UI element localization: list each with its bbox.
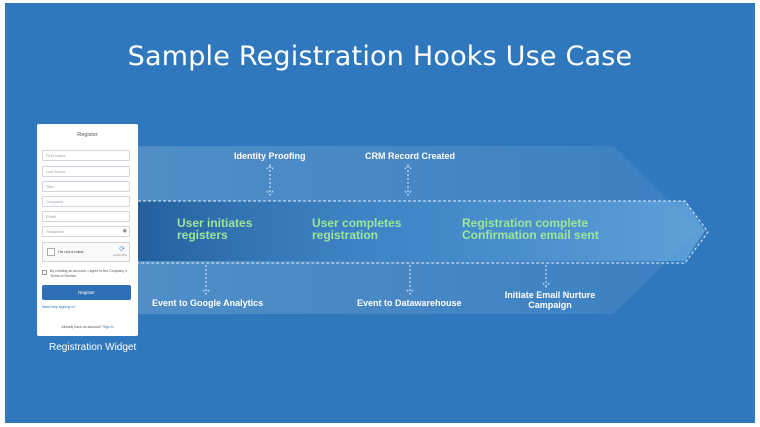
password-field[interactable]: Password ◉ (42, 226, 130, 237)
connector-email-nurture (542, 265, 550, 288)
step2-line2: registration (312, 228, 379, 242)
connector-crm-record (404, 164, 412, 196)
step-registration-complete: Registration complete Confirmation email… (462, 217, 599, 241)
label-event-google-analytics: Event to Google Analytics (152, 298, 264, 308)
step1-line2: registers (177, 228, 228, 242)
registration-widget: Register First Name Last Name Title Comp… (37, 124, 138, 336)
label-crm-record-created: CRM Record Created (365, 151, 456, 161)
process-arrow-diagram (138, 146, 709, 314)
recaptcha-brand: reCAPTCHA (112, 254, 127, 257)
signin-row: Already have an account? Sign in (37, 325, 138, 329)
terms-checkbox[interactable] (42, 270, 47, 275)
captcha-checkbox[interactable] (47, 248, 55, 256)
help-signing-in-link[interactable]: Need help signing in? (42, 305, 76, 309)
email-nurture-line1: Initiate Email Nurture (504, 290, 596, 300)
connector-datawarehouse (406, 265, 414, 295)
label-identity-proofing: Identity Proofing (234, 151, 306, 161)
main-process-arrow (138, 201, 705, 261)
slide: Sample Registration Hooks Use Case (5, 3, 755, 423)
email-nurture-line2: Campaign (528, 300, 572, 310)
widget-title: Register (77, 132, 98, 138)
email-field[interactable]: Email (42, 211, 130, 222)
step1-line1: User initiates (177, 216, 253, 230)
registration-widget-caption: Registration Widget (49, 342, 137, 353)
step2-line1: User completes (312, 216, 402, 230)
password-placeholder: Password (46, 229, 64, 234)
label-event-datawarehouse: Event to Datawarehouse (357, 298, 462, 308)
signin-prompt: Already have an account? (61, 325, 102, 329)
register-button[interactable]: Register (42, 285, 131, 300)
last-name-field[interactable]: Last Name (42, 166, 130, 177)
terms-text: By creating an account, I agree to the C… (50, 269, 128, 278)
signin-link[interactable]: Sign in (102, 325, 114, 329)
first-name-field[interactable]: First Name (42, 150, 130, 161)
recaptcha-icon: ⟳ (119, 246, 125, 253)
captcha-label: I'm not a robot (58, 249, 84, 254)
arrow-dashed-outline (138, 200, 709, 264)
connector-google-analytics (202, 265, 210, 295)
step-user-initiates: User initiates registers (177, 217, 252, 241)
company-field[interactable]: Company (42, 196, 130, 207)
connector-identity-proofing (266, 164, 274, 196)
step-user-completes: User completes registration (312, 217, 401, 241)
step3-line2: Confirmation email sent (462, 228, 599, 242)
slide-title: Sample Registration Hooks Use Case (127, 41, 633, 72)
label-email-nurture: Initiate Email Nurture Campaign (495, 290, 605, 310)
title-field[interactable]: Title (42, 181, 130, 192)
step3-line1: Registration complete (462, 216, 589, 230)
recaptcha-widget: I'm not a robot ⟳ reCAPTCHA (42, 242, 130, 262)
eye-icon[interactable]: ◉ (122, 228, 127, 234)
